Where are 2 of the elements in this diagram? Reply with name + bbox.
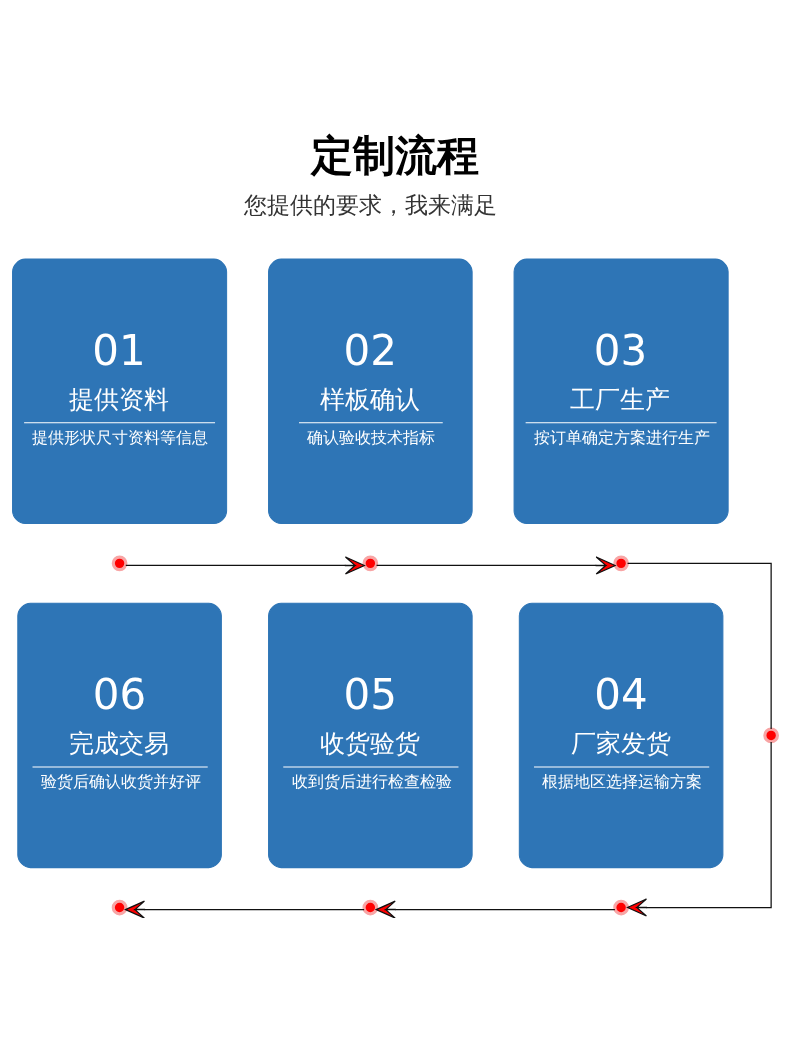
diagram-title: 定制流程 [311,130,480,180]
label: 您提供的要求，我来满足 [244,191,498,218]
